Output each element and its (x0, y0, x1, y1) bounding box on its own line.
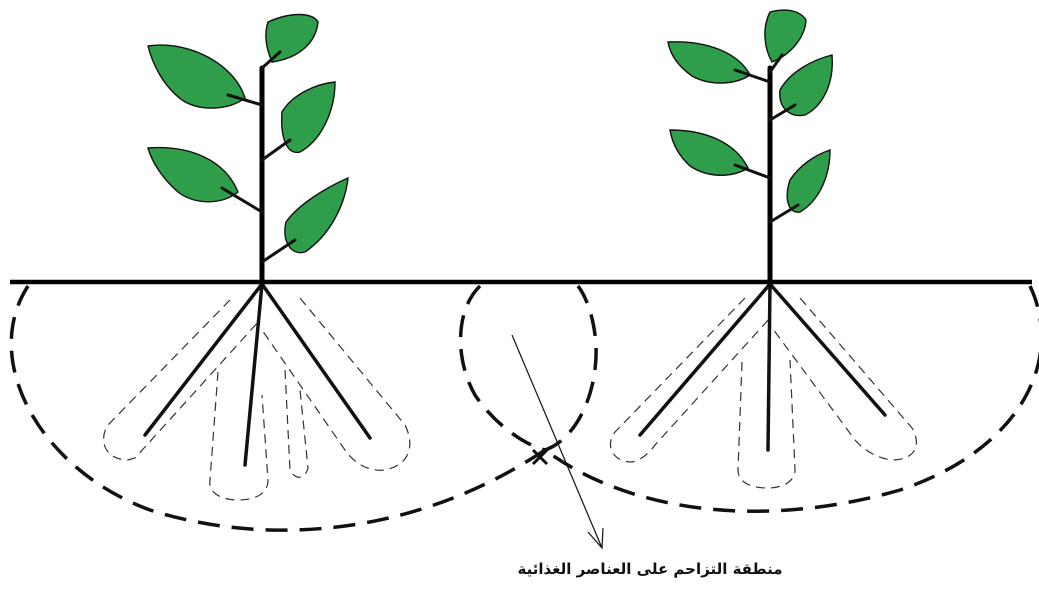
root-branch (262, 284, 370, 438)
leaf (148, 148, 238, 202)
root-outline (738, 360, 795, 488)
leaf (787, 150, 830, 212)
root-zone-right (545, 286, 1039, 511)
leaf (148, 45, 245, 108)
root-branch (768, 284, 770, 450)
root-branch (145, 284, 262, 435)
leaf-petiole (262, 140, 290, 160)
leaf (668, 42, 750, 83)
leaf (670, 130, 748, 175)
leaf (266, 15, 318, 63)
root-branch (640, 284, 770, 435)
competition-zone-caption: منطقة التزاحم على العناصر الغذائية (440, 560, 860, 578)
root-outline (210, 372, 268, 500)
plant-left (104, 15, 410, 501)
plant-right (610, 10, 916, 488)
root-zone-left (11, 286, 545, 530)
leaf (765, 10, 806, 62)
root-outline (285, 370, 308, 477)
leaf-petiole (222, 188, 262, 212)
root-outline (770, 298, 916, 460)
competition-zone (461, 286, 597, 450)
leaf-petiole (262, 240, 295, 262)
root-outline (104, 300, 260, 460)
leaf (780, 55, 832, 116)
root-outline (610, 298, 770, 462)
root-branch (245, 284, 262, 465)
root-outline (262, 298, 410, 470)
root-branch (770, 284, 885, 415)
leaf-petiole (770, 205, 798, 222)
